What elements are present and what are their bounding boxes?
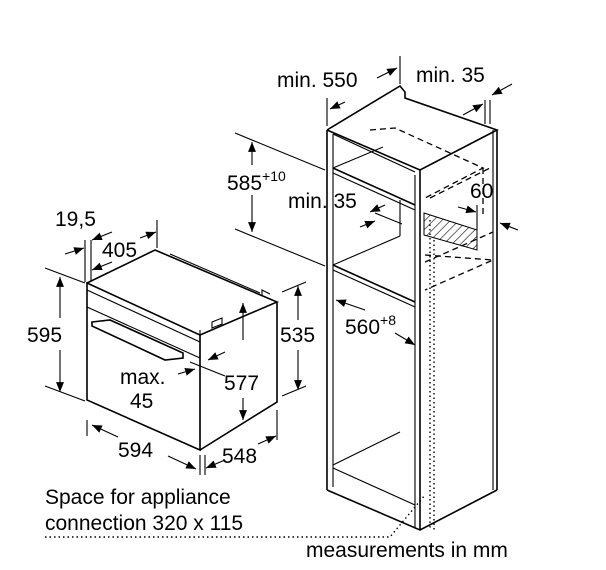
vent-hatch <box>423 212 478 251</box>
dim-niche-height: 585+10 <box>227 168 286 195</box>
oven-drawing <box>86 249 280 452</box>
dim-oven-depth: 548 <box>222 445 257 468</box>
notes: Space for appliance connection 320 x 115… <box>45 486 508 562</box>
connection-note-line1: Space for appliance <box>45 486 231 509</box>
dim-niche-width-tolerance: +8 <box>380 312 396 328</box>
oven-handle <box>91 319 184 361</box>
dim-niche-height-value: 585 <box>227 172 262 195</box>
dim-depth-offset: 19,5 <box>55 208 96 231</box>
dim-vent-depth: 60 <box>470 180 493 203</box>
connection-note-line2: connection 320 x 115 <box>45 512 243 535</box>
dim-niche-width-value: 560 <box>345 316 380 339</box>
dim-niche-width: 560+8 <box>345 312 396 339</box>
dim-niche-height-tolerance: +10 <box>262 168 286 184</box>
dim-top-depth: 405 <box>102 239 137 262</box>
dim-back-gap: min. 35 <box>416 64 485 87</box>
dim-oven-width: 594 <box>118 439 153 462</box>
dim-cabinet-depth: min. 550 <box>277 69 358 92</box>
dim-side-height: 535 <box>280 324 315 347</box>
units-note: measurements in mm <box>306 539 508 562</box>
dim-inner-height: 577 <box>224 372 259 395</box>
cabinet-drawing <box>326 84 500 531</box>
dim-shelf-gap: min. 35 <box>288 190 357 213</box>
oven-dimensions: 595 19,5 405 max. 45 577 535 594 <box>27 208 315 475</box>
dim-door-clearance-label: max. <box>120 366 166 389</box>
dim-oven-height: 595 <box>27 324 62 347</box>
dim-door-clearance-value: 45 <box>130 390 153 413</box>
cabinet-dimensions: min. 550 min. 35 585+10 min. 35 60 560+8 <box>227 56 519 346</box>
